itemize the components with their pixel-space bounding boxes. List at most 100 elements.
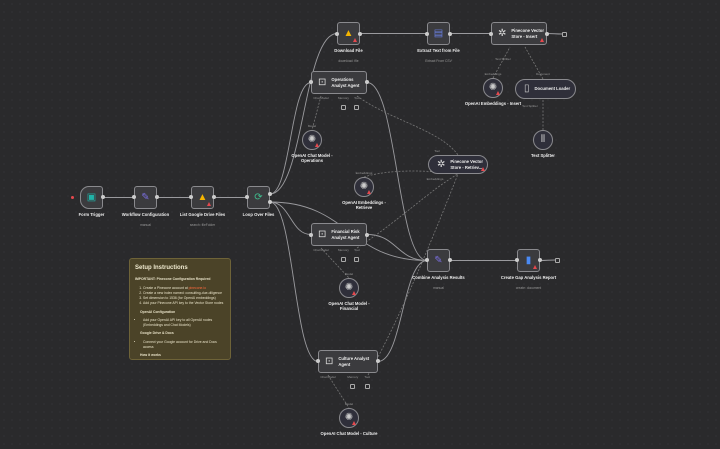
node-chatops[interactable]: ✺ xyxy=(302,130,322,150)
sticky-important: IMPORTANT: Pinecone Configuration Requir… xyxy=(135,277,211,282)
robot-icon: ⊡ xyxy=(325,355,334,367)
connection-handle[interactable] xyxy=(132,195,136,199)
node-label: Download File xyxy=(334,48,363,53)
connection-handle[interactable] xyxy=(358,32,362,36)
connection-handle[interactable] xyxy=(101,195,105,199)
sub-connection xyxy=(367,173,459,376)
node-label: OpenAI Embeddings - Insert xyxy=(464,101,522,106)
sticky-title: Setup Instructions xyxy=(135,265,188,271)
google-docs-icon: ▮ xyxy=(525,254,532,266)
node-pinsert[interactable]: ✲Pinecone Vector Store - Insert xyxy=(491,22,547,45)
node-label: Pinecone Vector Store - Retriev... xyxy=(450,159,483,170)
connection-handle[interactable] xyxy=(268,200,272,204)
openai-icon: ✺ xyxy=(344,412,354,423)
pencil-icon: ✎ xyxy=(434,254,443,266)
node-combine[interactable]: ✎ xyxy=(427,249,450,272)
google-heading: Google Drive & Docs xyxy=(140,331,174,336)
connection-handle[interactable] xyxy=(309,233,313,237)
connection-handle[interactable] xyxy=(425,32,429,36)
connection-handle[interactable] xyxy=(268,192,272,196)
connection-handle[interactable] xyxy=(376,359,380,363)
form-icon: ▣ xyxy=(86,191,97,203)
node-label: Document Loader xyxy=(534,86,571,92)
node-list[interactable]: ▲ xyxy=(191,186,214,209)
connection-handle[interactable] xyxy=(189,195,193,199)
connection-handle[interactable] xyxy=(425,258,429,262)
node-pretr[interactable]: ✲Pinecone Vector Store - Retriev... xyxy=(428,155,488,174)
connection xyxy=(269,201,312,235)
node-loop[interactable]: ⟳ xyxy=(247,186,270,209)
add-node-button[interactable] xyxy=(350,383,356,389)
connection xyxy=(269,201,319,362)
node-config[interactable]: ✎ xyxy=(134,186,157,209)
port-label: Chat Model xyxy=(320,375,336,379)
node-docload[interactable]: ▯ Document Loader xyxy=(515,79,576,99)
warning-icon xyxy=(352,291,356,295)
connection-handle[interactable] xyxy=(545,32,549,36)
node-fin[interactable]: ⊡Financial Risk Analyst Agent xyxy=(311,223,367,246)
trigger-indicator xyxy=(71,196,74,199)
node-embins[interactable]: ✺ xyxy=(483,78,503,98)
sticky-note-setup[interactable]: Setup Instructions IMPORTANT: Pinecone C… xyxy=(129,258,231,360)
node-chatfin[interactable]: ✺ xyxy=(339,278,359,298)
connection-handle[interactable] xyxy=(365,80,369,84)
connection-handle[interactable] xyxy=(155,195,159,199)
node-chatcult[interactable]: ✺ xyxy=(339,408,359,428)
node-download[interactable]: ▲ xyxy=(337,22,360,45)
add-node-button[interactable] xyxy=(340,104,346,110)
pinecone-icon: ✲ xyxy=(498,27,507,39)
connection-handle[interactable] xyxy=(538,258,542,262)
node-split[interactable]: ⫴ xyxy=(533,130,553,150)
openai-icon: ✺ xyxy=(488,82,498,93)
port-label: Model xyxy=(344,402,354,406)
add-node-button[interactable] xyxy=(340,256,346,262)
add-node-button[interactable] xyxy=(554,257,560,263)
connection-handle[interactable] xyxy=(335,32,339,36)
connection-handle[interactable] xyxy=(365,233,369,237)
node-cult[interactable]: ⊡Culture Analyst Agent xyxy=(318,350,378,373)
connection-handle[interactable] xyxy=(448,258,452,262)
openai-heading: OpenAI Configuration xyxy=(140,309,176,314)
connection-handle[interactable] xyxy=(448,32,452,36)
node-extract[interactable]: ▤ xyxy=(427,22,450,45)
openai-icon: ✺ xyxy=(307,134,317,145)
port-label: Memory xyxy=(338,96,349,100)
port-label: Chat Model xyxy=(313,96,329,100)
connection xyxy=(377,260,428,362)
port-label: Model xyxy=(344,272,354,276)
warning-icon xyxy=(540,38,544,42)
sub-connection xyxy=(327,374,350,409)
node-embret[interactable]: ✺ xyxy=(354,177,374,197)
node-label: Workflow Configuration xyxy=(121,212,170,217)
port-label: Embeddings xyxy=(426,177,444,181)
connection-handle[interactable] xyxy=(309,80,313,84)
add-node-button[interactable] xyxy=(354,256,360,262)
warning-icon xyxy=(367,190,371,194)
how-it-works: How it works xyxy=(140,353,161,358)
node-label: Loop Over Files xyxy=(242,212,275,217)
node-label: Combine Analysis Results xyxy=(412,275,465,280)
node-ops[interactable]: ⊡Operations Analyst Agent xyxy=(311,71,367,94)
add-node-button[interactable] xyxy=(364,383,370,389)
node-subtitle: Extract From CSV xyxy=(425,59,452,63)
sub-connection xyxy=(311,95,322,131)
node-form[interactable]: ▣ xyxy=(80,186,103,209)
node-report[interactable]: ▮ xyxy=(517,249,540,272)
port-label: Tool xyxy=(354,248,360,252)
connection xyxy=(539,259,556,261)
connection-handle[interactable] xyxy=(245,195,249,199)
document-icon: ▯ xyxy=(524,83,530,94)
add-node-button[interactable] xyxy=(561,31,567,37)
connection-handle[interactable] xyxy=(489,32,493,36)
connection-handle[interactable] xyxy=(212,195,216,199)
pinecone-link[interactable]: pinecone.io xyxy=(188,285,206,290)
connection-handle[interactable] xyxy=(316,359,320,363)
node-label: OpenAI Chat Model - Culture xyxy=(320,431,378,436)
connection-handle[interactable] xyxy=(515,258,519,262)
node-label: OpenAI Chat Model - Financial xyxy=(328,301,370,312)
node-label: Create Gap Analysis Report xyxy=(500,275,557,280)
add-node-button[interactable] xyxy=(354,104,360,110)
port-label: Embeddings xyxy=(355,171,373,175)
node-label: Text Splitter xyxy=(531,153,555,158)
openai-icon: ✺ xyxy=(359,181,369,192)
